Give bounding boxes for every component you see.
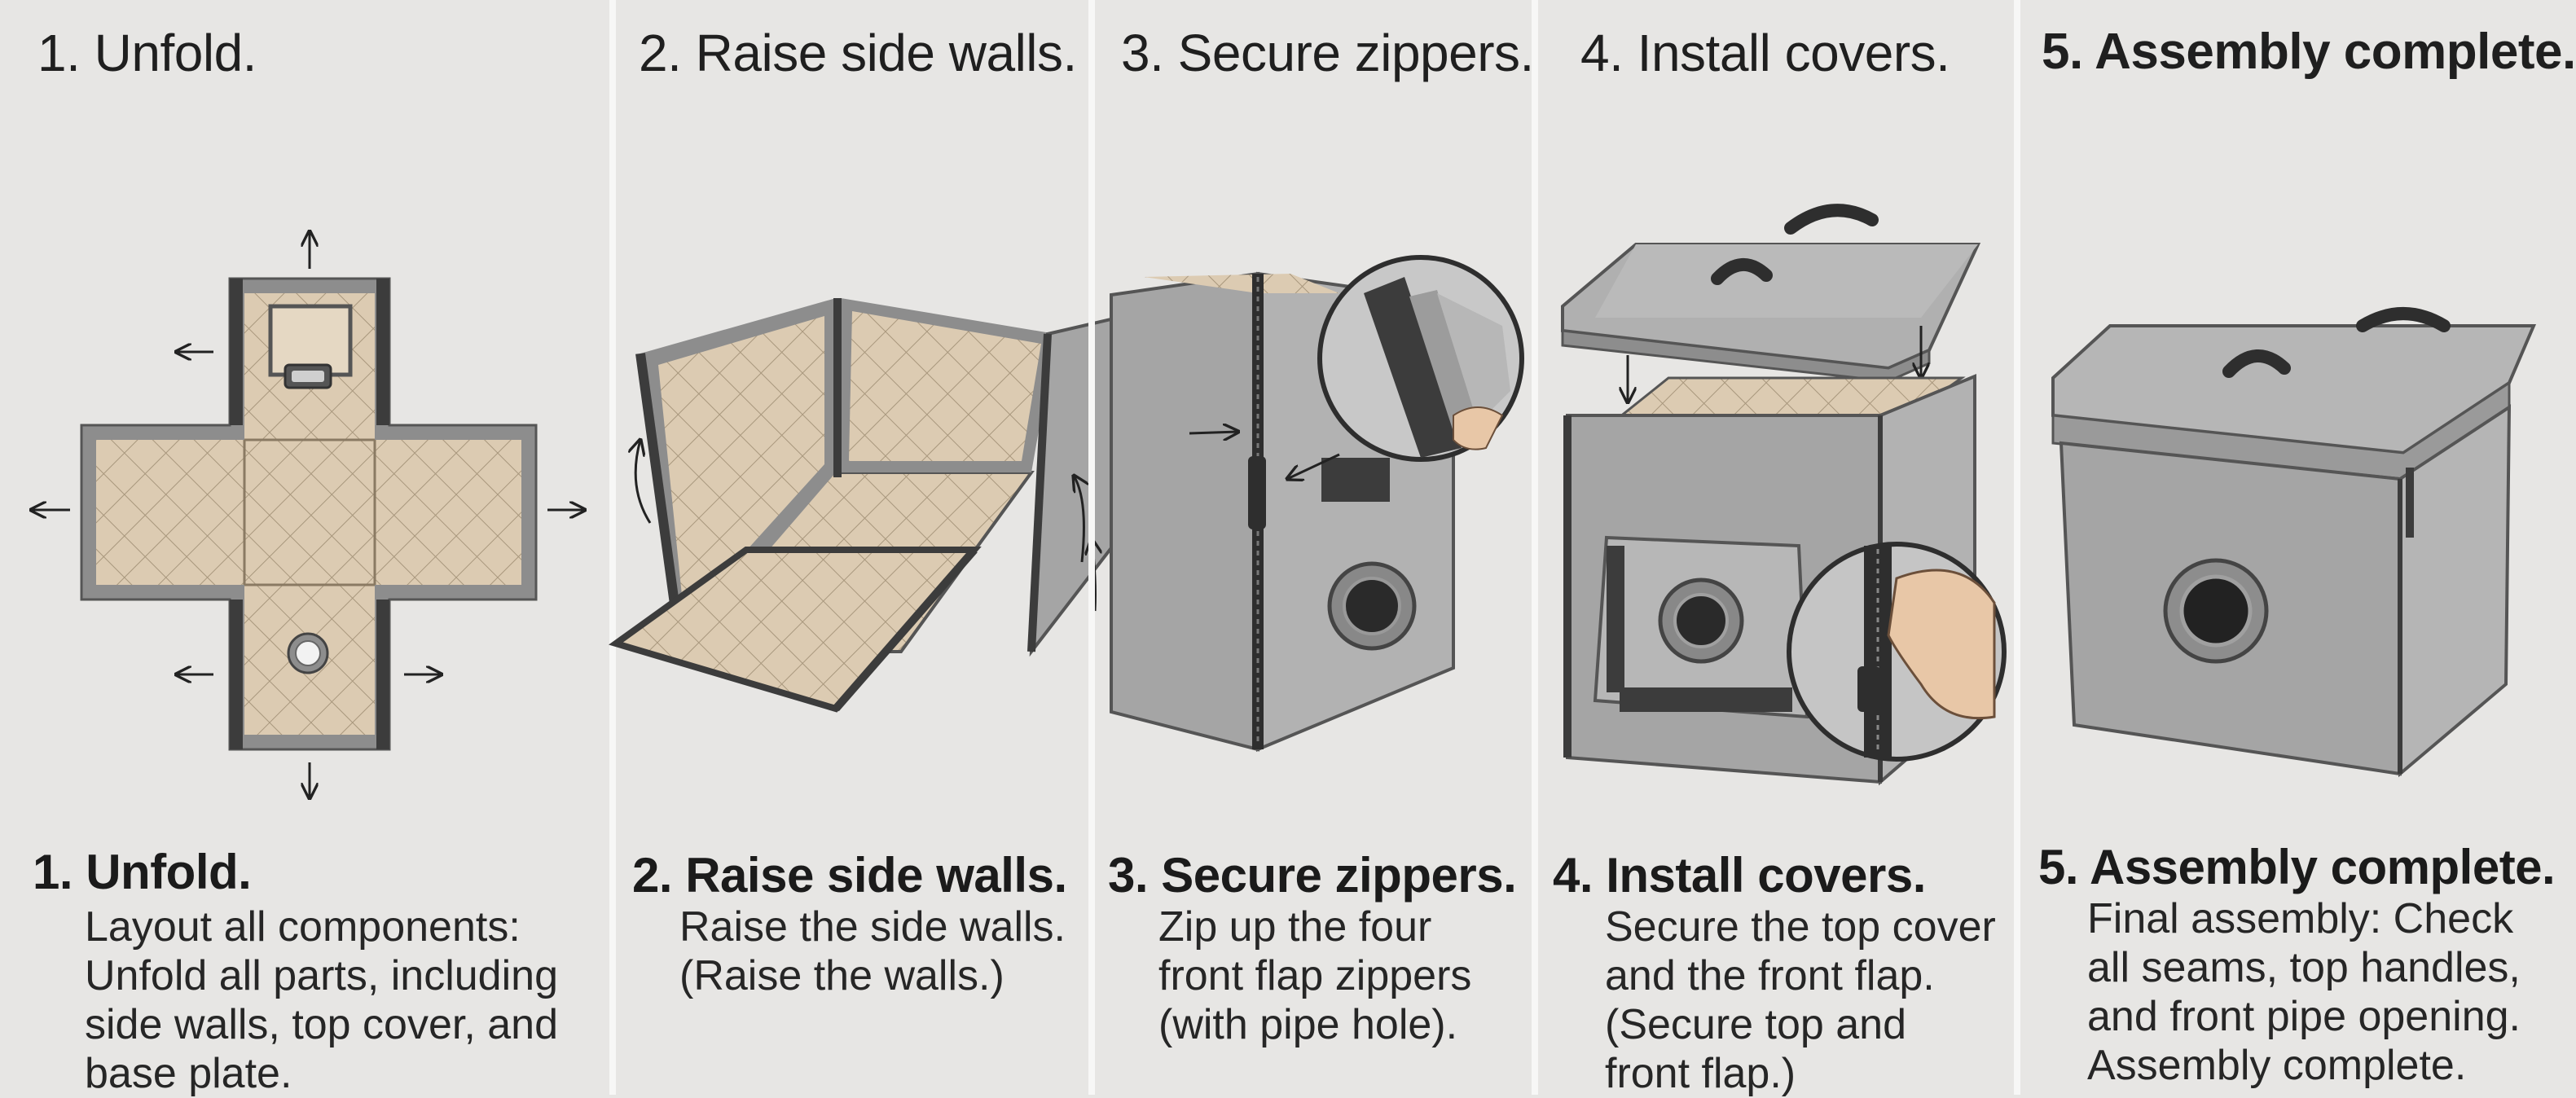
step-5-title: 5. Assembly complete. — [2042, 24, 2576, 80]
cross-quilt — [96, 293, 521, 735]
assembled-box-illustration — [2051, 307, 2537, 778]
step-3-caption: Zip up the four front flap zippers (with… — [1158, 903, 1471, 1049]
raising-walls-illustration — [609, 298, 1141, 713]
step-1-caption: Layout all components: Unfold all parts,… — [85, 903, 558, 1098]
caption-line: front flap.) — [1605, 1050, 1796, 1097]
step-1-caption-title: 1. Unfold. — [33, 845, 252, 899]
unfolded-cross-illustration — [0, 204, 611, 823]
panel-divider — [1088, 0, 1095, 1095]
caption-line: front flap zippers — [1158, 952, 1472, 999]
step-2-title: 2. Raise side walls. — [639, 24, 1077, 82]
step-2-panel: 2. Raise side walls. — [609, 0, 1141, 1095]
caption-line: Raise the side walls. — [679, 903, 1066, 951]
caption-line: (with pipe hole). — [1158, 1001, 1458, 1048]
step-5-caption-title: 5. Assembly complete. — [2038, 840, 2556, 894]
step-2-caption-title: 2. Raise side walls. — [632, 848, 1067, 903]
caption-line: and the front flap. — [1605, 952, 1935, 999]
caption-line: and front pipe opening. — [2087, 993, 2521, 1040]
step-1-panel: 1. Unfold. — [0, 0, 611, 1098]
step-5-panel: 5. Assembly complete. 5. Assembly comple… — [2020, 0, 2576, 1095]
cover-arrows — [1628, 326, 1921, 402]
step-1-title: 1. Unfold. — [37, 24, 257, 82]
caption-line: base plate. — [85, 1050, 292, 1097]
step-4-panel: 4. Install covers. — [1538, 0, 2014, 1098]
step-4-caption: Secure the top cover and the front flap.… — [1605, 903, 1996, 1098]
step-4-title: 4. Install covers. — [1580, 24, 1950, 82]
caption-line: Final assembly: Check — [2087, 895, 2514, 942]
step-5-caption: Final assembly: Check all seams, top han… — [2087, 894, 2521, 1090]
caption-line: Zip up the four — [1158, 903, 1432, 951]
caption-line: (Raise the walls.) — [679, 952, 1004, 999]
zipper-arrows — [1189, 432, 1340, 479]
caption-line: Layout all components: — [85, 903, 521, 951]
step-4-caption-title: 4. Install covers. — [1553, 848, 1926, 903]
caption-line: (Secure top and — [1605, 1001, 1907, 1048]
caption-line: Unfold all parts, including — [85, 952, 558, 999]
panel-divider — [2014, 0, 2020, 1095]
caption-line: Secure the top cover — [1605, 903, 1996, 951]
panel-divider — [609, 0, 616, 1095]
zipper-pull — [1248, 456, 1266, 529]
step-3-panel: 3. Secure zippers. — [1095, 0, 1534, 1095]
step-2-caption: Raise the side walls. (Raise the walls.) — [679, 903, 1066, 1000]
install-covers-illustration — [1561, 204, 2007, 786]
step-3-caption-title: 3. Secure zippers. — [1108, 848, 1517, 903]
zipper-illustration — [1110, 255, 1524, 752]
step-3-title: 3. Secure zippers. — [1121, 24, 1534, 82]
caption-line: Assembly complete. — [2087, 1042, 2467, 1089]
panel-divider — [1532, 0, 1538, 1095]
caption-line: all seams, top handles, — [2087, 944, 2521, 991]
unfold-arrows — [31, 231, 585, 798]
caption-line: side walls, top cover, and — [85, 1001, 558, 1048]
